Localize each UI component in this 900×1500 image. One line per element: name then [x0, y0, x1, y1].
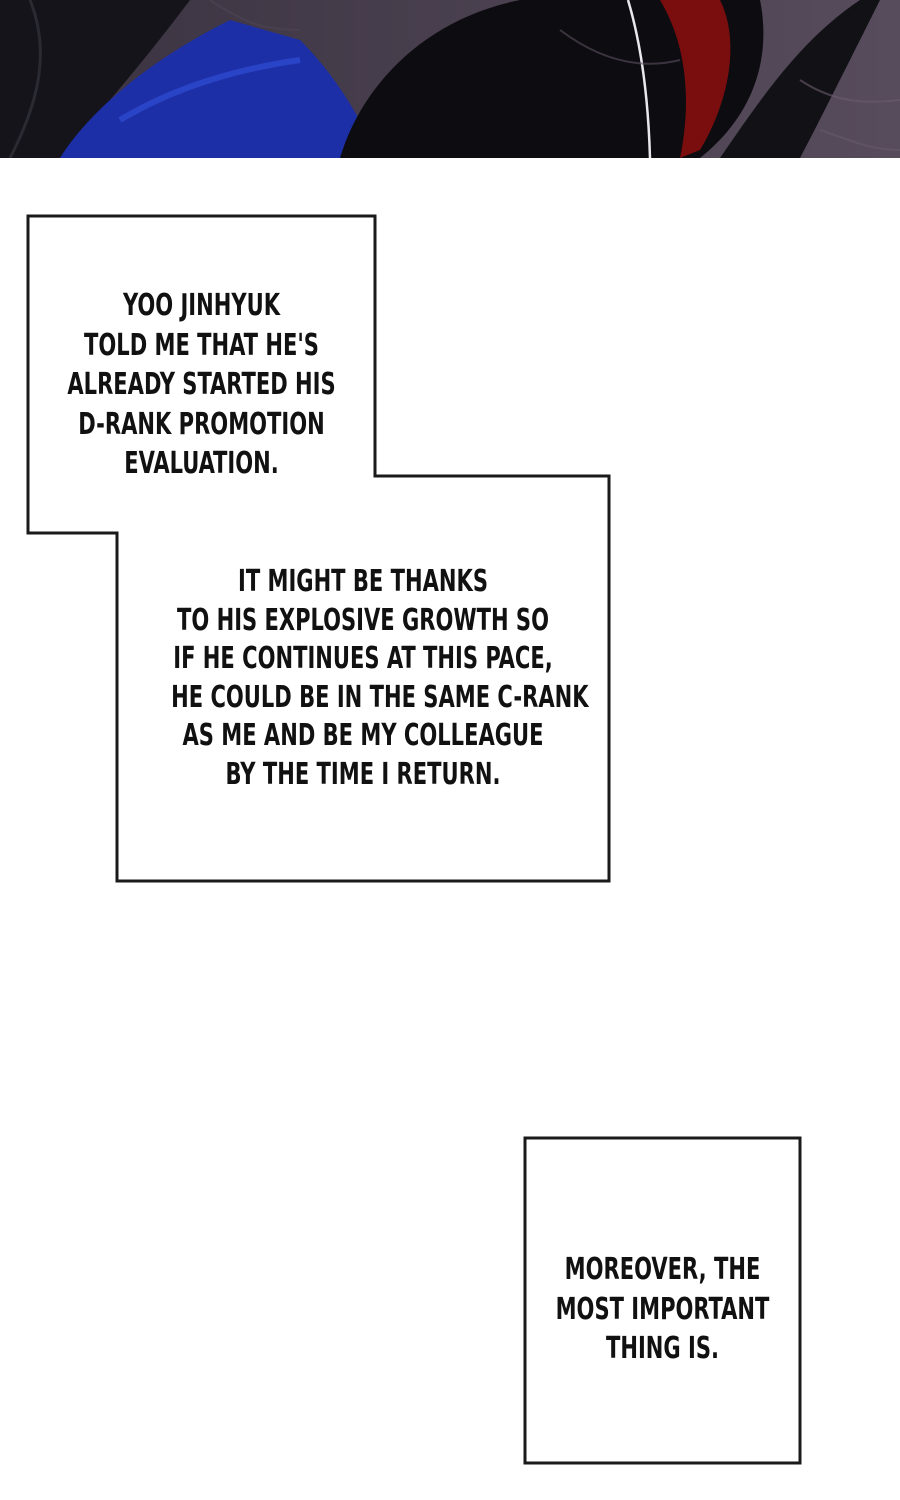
caption-line: IF HE CONTINUES AT THIS PACE, — [173, 641, 553, 676]
caption-line: THING IS. — [605, 1331, 720, 1366]
caption-line: ALREADY STARTED HIS — [67, 367, 336, 402]
caption-third: MOREOVER, THE MOST IMPORTANT THING IS. — [555, 1250, 770, 1369]
caption-line: IT MIGHT BE THANKS — [237, 564, 488, 599]
panel-artwork — [0, 0, 900, 158]
comic-panel-top — [0, 0, 900, 158]
caption-second: IT MIGHT BE THANKS TO HIS EXPLOSIVE GROW… — [171, 563, 589, 794]
caption-line: YOO JINHYUK — [122, 288, 281, 323]
caption-line: BY THE TIME I RETURN. — [225, 756, 501, 792]
caption-line: AS ME AND BE MY COLLEAGUE — [182, 718, 544, 753]
caption-line: HE COULD BE IN THE SAME C-RANK — [171, 679, 589, 715]
caption-line: EVALUATION. — [124, 446, 279, 481]
caption-line: TO HIS EXPLOSIVE GROWTH SO — [176, 602, 549, 638]
caption-line: MOREOVER, THE — [564, 1252, 761, 1287]
caption-first: YOO JINHYUK TOLD ME THAT HE'S ALREADY ST… — [66, 286, 337, 484]
caption-line: TOLD ME THAT HE'S — [84, 327, 319, 363]
caption-line: MOST IMPORTANT — [555, 1291, 770, 1327]
caption-line: D-RANK PROMOTION — [78, 406, 325, 442]
